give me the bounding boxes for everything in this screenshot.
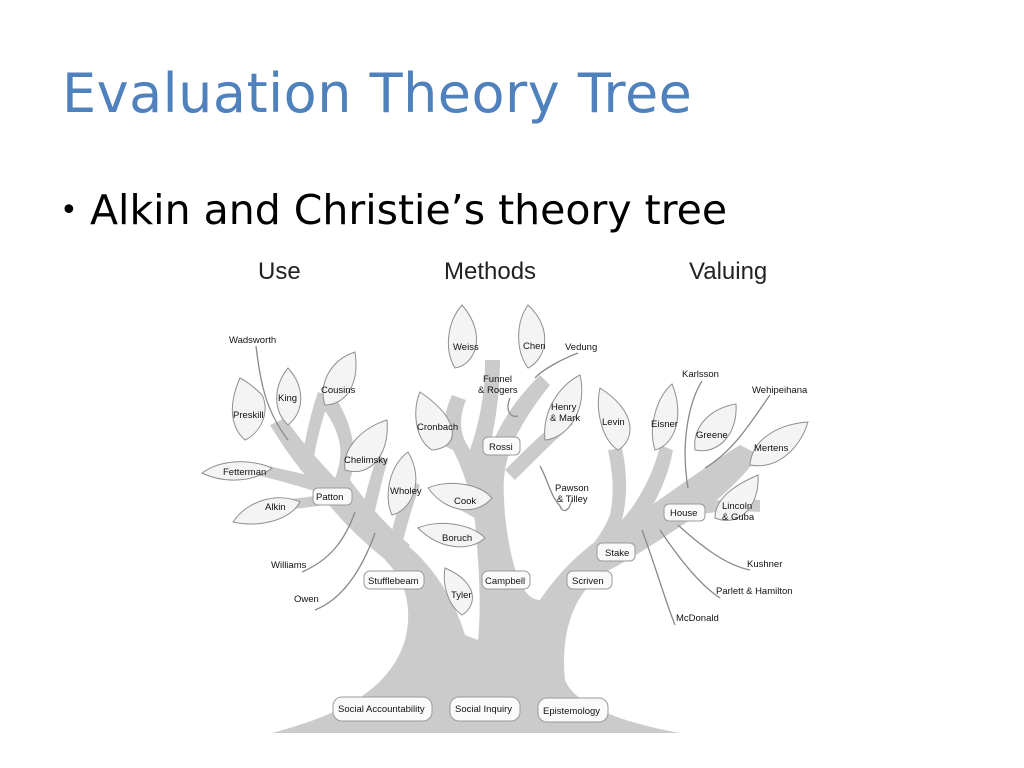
label-chelimsky: Chelimsky [344,455,388,466]
label-parlett-hamilton: Parlett & Hamilton [716,586,793,597]
leaf-lincoln-guba [714,474,759,521]
label-fetterman: Fetterman [223,467,266,478]
node-boxes: Patton Stufflebeam Rossi Campbell Scrive… [312,436,706,590]
label-king: King [278,393,297,404]
node-stufflebeam: Stufflebeam [368,576,419,587]
label-wadsworth: Wadsworth [229,335,276,346]
label-greene: Greene [696,430,728,441]
node-rossi-box [482,436,521,456]
label-henry-mark-2: & Mark [550,413,580,424]
bullet-text: Alkin and Christie’s theory tree [90,186,728,234]
root-boxes: Social Accountability Social Inquiry Epi… [332,696,609,723]
root-epistemology: Epistemology [543,706,600,717]
label-boruch: Boruch [442,533,472,544]
leaf-boruch [417,522,486,548]
node-house: House [670,508,697,519]
root-social-accountability-box [332,696,433,722]
leaf-tyler [443,567,473,616]
node-campbell-box [481,570,531,590]
branch-heading-methods: Methods [444,258,536,285]
leaves [201,304,809,616]
root-epistemology-box [537,697,609,723]
tree-silhouette [245,360,760,733]
label-lincoln-guba-1: Lincoln [722,501,752,512]
label-vedung: Vedung [565,342,597,353]
bullet-dot: • [60,193,78,228]
leaf-henry-mark [544,374,583,441]
label-preskill: Preskill [233,410,264,421]
label-chen: Chen [523,341,546,352]
label-funnel-rogers-2: & Rogers [478,385,518,396]
leaf-cronbach [415,391,453,451]
label-lincoln-guba-2: & Guba [722,512,755,523]
node-campbell: Campbell [485,576,525,587]
leaf-wholey [387,451,417,516]
label-owen: Owen [294,594,319,605]
theorist-labels: Wadsworth King Cousins Preskill Chelimsk… [223,335,808,624]
root-social-accountability: Social Accountability [338,704,425,715]
label-henry-mark-1: Henry [551,402,577,413]
node-stufflebeam-box [363,570,425,590]
leaf-mertens [749,421,809,467]
label-mertens: Mertens [754,443,789,454]
bullet-item: • Alkin and Christie’s theory tree [60,186,727,234]
node-rossi: Rossi [489,442,513,453]
leaf-cousins [322,351,357,406]
label-alkin: Alkin [265,502,286,513]
label-mcdonald: McDonald [676,613,719,624]
leaf-king [276,367,302,426]
leader-lines [255,345,771,626]
branch-heading-valuing: Valuing [689,258,767,285]
leaf-weiss [447,304,478,369]
label-wholey: Wholey [390,486,422,497]
root-social-inquiry: Social Inquiry [455,704,512,715]
node-scriven: Scriven [572,576,604,587]
leaf-preskill [231,377,266,441]
label-kushner: Kushner [747,559,782,570]
label-levin: Levin [602,417,625,428]
label-cronbach: Cronbach [417,422,458,433]
label-karlsson: Karlsson [682,369,719,380]
leaf-chelimsky [344,419,388,472]
label-pawson-1: Pawson [555,483,589,494]
label-pawson-2: & Tilley [557,494,588,505]
label-tyler: Tyler [451,590,472,601]
leaf-fetterman [201,461,273,481]
slide-title: Evaluation Theory Tree [62,62,693,125]
label-williams: Williams [271,560,307,571]
node-patton: Patton [316,492,343,503]
node-scriven-box [566,570,613,590]
label-funnel-rogers-1: Funnel [483,374,512,385]
label-eisner: Eisner [651,419,678,430]
node-house-box [663,503,706,522]
node-patton-box [312,487,353,506]
leaf-alkin [232,497,301,525]
label-cousins: Cousins [321,385,356,396]
leaf-eisner [651,383,679,451]
leaf-levin [597,387,631,451]
label-cook: Cook [454,496,476,507]
label-weiss: Weiss [453,342,479,353]
branch-heading-use: Use [258,258,301,285]
leaf-greene [694,403,737,452]
label-wehipeihana: Wehipeihana [752,385,808,396]
node-stake: Stake [605,548,629,559]
root-social-inquiry-box [449,696,521,722]
leaf-cook [427,482,493,511]
leaf-chen [518,304,546,369]
node-stake-box [596,542,636,562]
